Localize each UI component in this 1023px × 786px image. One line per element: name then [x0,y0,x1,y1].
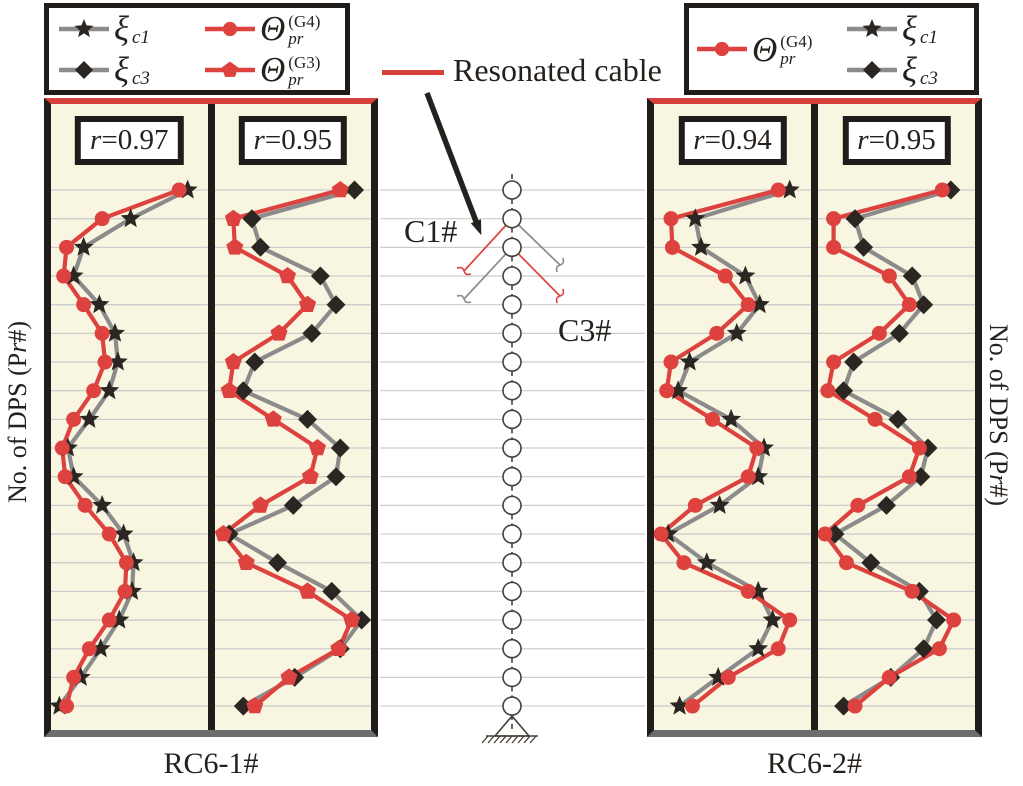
series-symbol: ξ [902,50,917,89]
diamond-series-icon [847,60,897,79]
group-caption-rc6-1: RC6-1# [163,747,259,780]
legend-item-theta-g4: Θ (G4)pr [689,32,839,67]
profile-plot [214,104,371,730]
series-subscript: c1 [920,26,938,48]
series-symbol: Θ [260,50,286,89]
series-scripts: (G3)pr [288,52,321,89]
panel-group-rc6-1: r=0.97 r=0.95 [44,98,378,737]
y-axis-label-right: No. of DPS (Pr#) [984,323,1013,507]
series-symbol: Θ [260,9,286,48]
panel-divider [207,104,215,730]
series-subscript: c3 [920,67,938,89]
correlation-badge: r=0.95 [842,116,951,165]
panel-rc6-2-xi-c3: r=0.95 [818,104,975,730]
series-symbol: ξ [902,9,917,48]
profile-plot [51,104,208,730]
circle-series-icon [205,21,255,36]
diamond-series-icon [59,60,109,79]
correlation-badge: r=0.97 [75,116,184,165]
cable-c3-label: C3# [558,312,612,348]
panel-rc6-1-xi-c1: r=0.97 [51,104,208,730]
series-subscript: c3 [132,67,150,89]
series-scripts: (G4)pr [780,32,813,68]
profile-plot [818,104,975,730]
correlation-badge: r=0.94 [678,116,787,165]
legend-item-theta-g3: Θ (G3)pr [197,49,343,90]
series-subscript: c1 [132,26,150,48]
resonated-cable-label: Resonated cable [453,52,662,88]
series-symbol: ξ [114,9,129,48]
group-caption-rc6-2: RC6-2# [766,747,862,780]
circle-series-icon [697,41,747,57]
series-scripts: (G4)pr [288,11,321,48]
legend-item-theta-g4: Θ (G4)pr [197,8,343,49]
resonated-cable-line-sample [382,70,444,75]
series-symbol: ξ [114,50,129,89]
panel-rc6-2-xi-c1: r=0.94 [654,104,811,730]
y-axis-label-left: No. of DPS (Pr#) [3,320,32,504]
star-series-icon [59,18,109,37]
panel-rc6-1-xi-c3: r=0.95 [214,104,371,730]
cable-structure-schematic [380,92,645,744]
star-series-icon [847,18,897,37]
correlation-badge: r=0.95 [238,116,347,165]
profile-plot [654,104,811,730]
pentagon-series-icon [205,61,255,77]
panel-divider [811,104,818,730]
panel-group-rc6-2: r=0.94 r=0.95 [647,98,982,737]
series-symbol: Θ [752,29,778,69]
cable-c1-label: C1# [404,213,458,249]
